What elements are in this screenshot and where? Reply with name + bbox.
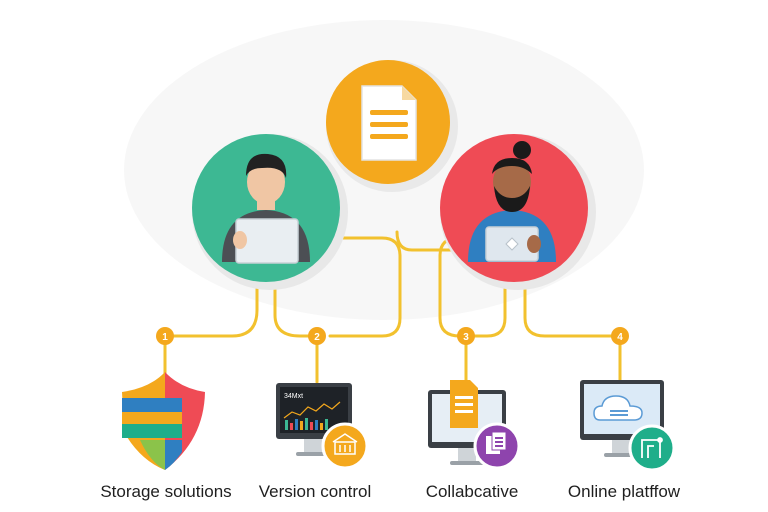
monitor-document-icon <box>428 380 506 465</box>
step-number-4: 4 <box>617 332 623 343</box>
step-label-version-control: Version control <box>258 482 372 501</box>
step-number-3: 3 <box>463 332 469 343</box>
document-node <box>326 60 458 192</box>
step-number-2: 2 <box>314 332 320 343</box>
step-marker-2: 2 <box>308 327 326 345</box>
building-icon <box>332 433 358 455</box>
step-label-online-platform: Online platffow <box>567 482 681 501</box>
monitor-screen-text: 34Mxt <box>284 393 303 400</box>
document-icon <box>361 85 417 161</box>
network-icon <box>641 437 663 458</box>
step-number-1: 1 <box>162 332 168 343</box>
step-label-storage-solutions: Storage solutions <box>100 482 232 501</box>
step-marker-1: 1 <box>156 327 174 345</box>
step-label-collaborative: Collabcative <box>425 482 519 501</box>
bearded-person-with-tablet-icon <box>468 141 556 262</box>
step-marker-4: 4 <box>611 327 629 345</box>
files-icon <box>486 431 507 454</box>
person-with-tablet-icon <box>222 153 310 264</box>
step-marker-3: 3 <box>457 327 475 345</box>
version-control-badge <box>321 422 369 470</box>
online-platform-badge <box>628 424 676 472</box>
person-node-left <box>192 134 348 290</box>
person-node-right <box>440 134 596 290</box>
collaboration-badge <box>473 422 521 470</box>
monitor-cloud-icon <box>580 380 664 457</box>
shield-icon <box>122 372 205 470</box>
